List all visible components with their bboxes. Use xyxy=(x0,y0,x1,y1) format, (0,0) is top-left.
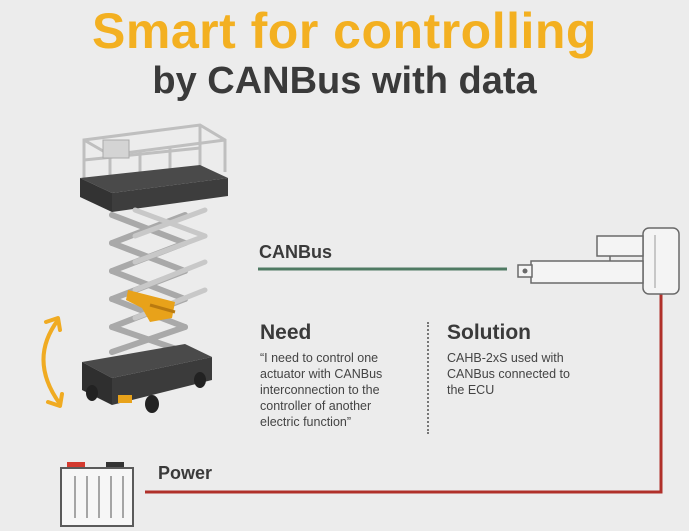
need-line: electric function” xyxy=(260,415,352,429)
power-line xyxy=(145,293,663,494)
scissor-lift-icon xyxy=(80,123,228,413)
page-subtitle: by CANBus with data xyxy=(152,60,537,102)
solution-heading: Solution xyxy=(447,321,531,344)
need-line: “I need to control one xyxy=(260,351,379,365)
need-line: interconnection to the xyxy=(260,383,380,397)
power-label: Power xyxy=(158,463,213,483)
need-heading: Need xyxy=(260,321,312,344)
solution-line: the ECU xyxy=(447,383,495,397)
solution-line: CAHB-2xS used with xyxy=(447,351,564,365)
solution-text: CAHB-2xS used with CANBus connected to t… xyxy=(447,350,607,398)
linear-actuator-icon xyxy=(517,227,680,295)
page-title: Smart for controlling xyxy=(92,3,597,59)
canbus-label: CANBus xyxy=(259,242,333,262)
section-divider xyxy=(427,322,429,434)
battery-icon xyxy=(60,462,134,527)
solution-line: CANBus connected to xyxy=(447,367,570,381)
need-line: actuator with CANBus xyxy=(260,367,383,381)
rotation-arrow-icon xyxy=(41,316,64,408)
need-line: controller of another xyxy=(260,399,372,413)
need-text: “I need to control one actuator with CAN… xyxy=(260,350,420,430)
